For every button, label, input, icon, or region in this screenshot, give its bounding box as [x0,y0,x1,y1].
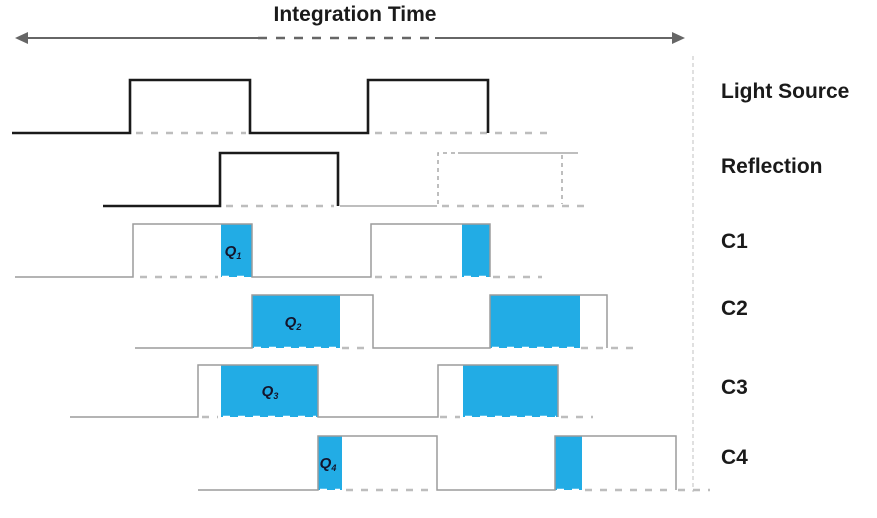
signal-label-c1: C1 [721,230,748,253]
charge-region-c1 [462,224,490,277]
signal-label-c4: C4 [721,446,748,469]
charge-region-c2 [490,295,580,348]
waveform-trace-reflection [103,151,340,208]
charge-label-c2: Q2 [285,314,302,332]
charge-region-c4 [318,436,342,490]
waveform-row-c4: Q4 [198,435,710,492]
waveform-row-light-source [12,78,552,135]
charge-region-c4 [555,436,582,490]
waveform-trace-c1 [15,223,491,278]
arrowhead-left-icon [15,32,28,44]
waveform-row-c3: Q3 [70,364,593,419]
charge-label-c1: Q1 [225,243,242,261]
waveform-trace-reflection [437,152,456,204]
charge-region-c2 [252,295,340,348]
charge-label-c3: Q3 [262,383,279,401]
signal-label-light-source: Light Source [721,80,850,103]
waveform-row-c2: Q2 [135,294,641,350]
charge-label-c4: Q4 [320,455,337,473]
signal-label-c2: C2 [721,297,748,320]
integration-time-arrow [15,32,685,44]
arrowhead-right-icon [672,32,685,44]
charge-region-c3 [221,365,318,417]
waveform-trace-c2 [135,294,608,349]
charge-region-c3 [463,365,558,417]
integration-time-title: Integration Time [273,3,437,26]
charge-region-c1 [221,224,252,277]
waveform-trace-light-source [12,78,490,135]
waveform-trace-c3 [70,364,559,418]
waveform-row-reflection [103,151,592,208]
waveform-trace-c4 [198,435,677,491]
signal-label-reflection: Reflection [721,155,823,178]
signal-label-c3: C3 [721,376,748,399]
waveform-row-c1: Q1 [15,223,542,279]
